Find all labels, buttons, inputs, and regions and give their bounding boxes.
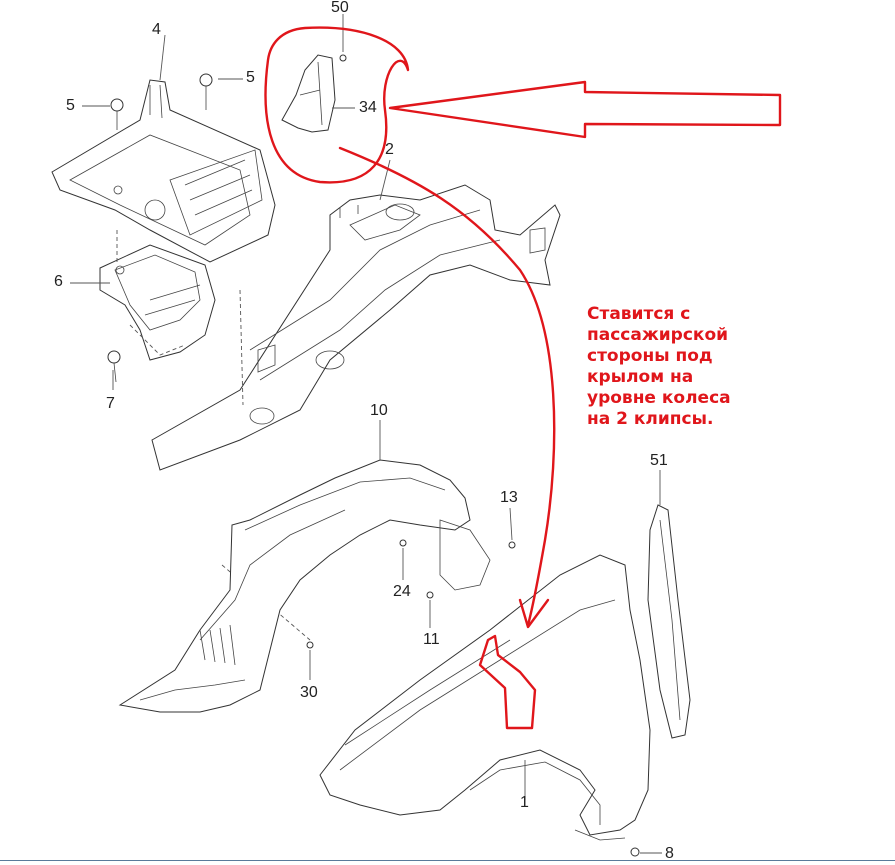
callout-10: 10 — [370, 402, 388, 419]
part-10-wheel-liner — [118, 459, 491, 713]
callout-6: 6 — [54, 273, 63, 290]
red-circle-part-34 — [264, 26, 410, 184]
callout-2: 2 — [385, 141, 394, 158]
callout-8: 8 — [665, 845, 674, 862]
callout-5-left: 5 — [66, 97, 75, 114]
red-curved-arrow — [338, 146, 556, 627]
callout-11: 11 — [423, 631, 440, 648]
red-annotations — [264, 26, 782, 730]
part-6-bracket — [99, 244, 216, 361]
bottom-border — [0, 860, 895, 861]
callout-30: 30 — [300, 684, 318, 701]
installation-note: Ставится с пассажирской стороны под крыл… — [587, 304, 731, 429]
callout-13: 13 — [500, 489, 518, 506]
part-51-strip — [647, 504, 691, 739]
part-1-fender — [319, 554, 651, 841]
fasteners — [107, 54, 640, 857]
callout-24: 24 — [393, 583, 411, 600]
callout-34: 34 — [359, 99, 377, 116]
callout-51: 51 — [650, 452, 668, 469]
callout-5-right: 5 — [246, 69, 255, 86]
callout-4: 4 — [152, 21, 161, 38]
part-2-side-member — [151, 184, 561, 471]
leader-lines — [70, 14, 662, 854]
callout-50: 50 — [331, 0, 349, 16]
callout-7: 7 — [106, 395, 115, 412]
callout-1: 1 — [520, 794, 529, 811]
red-clip-outline — [478, 634, 537, 730]
red-arrow-outline — [388, 80, 782, 139]
part-34-bracket — [281, 54, 336, 133]
part-4-bracket — [51, 79, 276, 263]
